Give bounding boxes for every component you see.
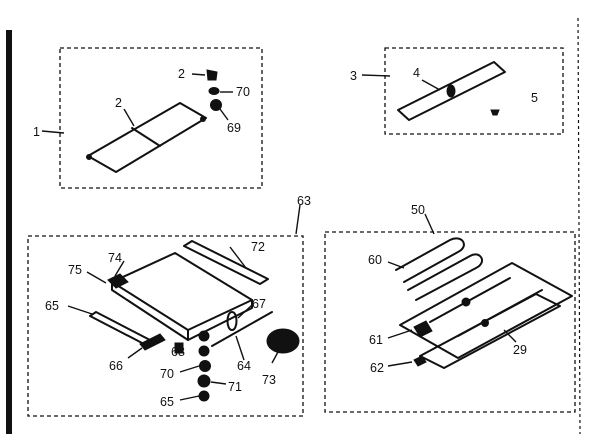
leader-line <box>361 74 391 77</box>
callout-62: 62 <box>370 361 384 375</box>
leader-line <box>191 73 206 76</box>
callout-70: 70 <box>236 85 250 99</box>
leader-line <box>387 261 405 269</box>
pin-68-part <box>174 342 184 354</box>
leader-line <box>271 351 279 364</box>
callout-2-clip: 2 <box>178 67 185 81</box>
callout-74: 74 <box>108 251 122 265</box>
washer-stack-part <box>198 345 210 357</box>
callout-5: 5 <box>531 91 538 105</box>
group-1-dashed-box <box>59 47 263 189</box>
callout-1: 1 <box>33 125 40 139</box>
plate-29-rivet <box>461 297 471 307</box>
panel-2 <box>87 102 207 173</box>
roller-66 <box>139 333 166 351</box>
group-3-dashed-box <box>384 47 564 135</box>
callout-72: 72 <box>251 240 265 254</box>
callout-71: 71 <box>228 380 242 394</box>
strip-4-joint <box>446 84 456 98</box>
leader-line <box>179 395 200 401</box>
rod-64 <box>211 311 273 347</box>
bracket-61 <box>413 320 433 338</box>
leader-line <box>387 361 413 367</box>
hairpin-60 <box>395 237 483 301</box>
callout-63: 63 <box>297 194 311 208</box>
callout-50: 50 <box>411 203 425 217</box>
leader-line <box>295 204 301 235</box>
leader-line <box>387 329 413 339</box>
hardware-5-part <box>490 109 500 116</box>
leader-line <box>503 329 517 343</box>
callout-68: 68 <box>171 345 185 359</box>
rail-65 <box>89 311 151 345</box>
callout-70-washer: 70 <box>160 367 174 381</box>
strip-4 <box>397 61 506 121</box>
group-63-dashed-box <box>27 235 304 417</box>
panel-corner-dot <box>200 116 206 122</box>
callout-75: 75 <box>68 263 82 277</box>
group-panel-kit-1: 1 2 2 70 69 <box>33 47 263 189</box>
screw-70-part <box>208 87 220 95</box>
plate-29-rivet <box>481 319 489 327</box>
leader-line <box>237 304 253 319</box>
leader-line <box>67 305 93 315</box>
callout-61: 61 <box>369 333 383 347</box>
washer-stack-part <box>198 330 210 342</box>
tray-box-front <box>111 281 189 341</box>
group-50-dashed-box <box>324 231 576 413</box>
group-panel-kit-3: 3 4 5 <box>350 47 564 135</box>
group-assembly-63: 63 <box>27 194 311 417</box>
tray-box-side <box>187 299 253 341</box>
washer-70-part <box>199 360 211 372</box>
callout-73: 73 <box>262 373 276 387</box>
callout-3: 3 <box>350 69 357 83</box>
trim-72 <box>183 240 269 285</box>
leader-line <box>219 108 229 121</box>
group-assembly-50: 50 60 61 62 29 <box>324 203 576 413</box>
nut-71-part <box>197 374 211 388</box>
leader-line <box>41 130 65 134</box>
clip-2-part <box>206 69 218 81</box>
leader-line <box>123 108 135 127</box>
rod-62 <box>413 355 427 367</box>
callout-65-stack: 65 <box>160 395 174 409</box>
callout-64: 64 <box>237 359 251 373</box>
callout-60: 60 <box>368 253 382 267</box>
leader-line <box>421 79 441 91</box>
panel-2-divider <box>131 127 161 147</box>
plate-29 <box>399 262 573 359</box>
leader-line <box>86 271 107 284</box>
leader-line <box>235 335 245 361</box>
leader-line <box>179 365 200 373</box>
callout-4: 4 <box>413 66 420 80</box>
stack-65-part <box>198 390 210 402</box>
callout-29: 29 <box>513 343 527 357</box>
plate-29-lower <box>419 293 561 369</box>
leader-line <box>210 381 227 385</box>
callout-66: 66 <box>109 359 123 373</box>
callout-2-panel: 2 <box>115 96 122 110</box>
callout-65-rail: 65 <box>45 299 59 313</box>
page-edge-bar <box>6 30 12 434</box>
callout-69: 69 <box>227 121 241 135</box>
disc-73 <box>266 328 300 354</box>
leader-line <box>229 246 247 269</box>
callout-67: 67 <box>252 297 266 311</box>
leader-line <box>114 260 125 277</box>
panel-corner-dot <box>86 154 92 160</box>
nut-69-part <box>210 99 222 111</box>
bracket-74 <box>107 273 129 289</box>
leader-line <box>127 347 143 359</box>
spring-67 <box>226 311 238 331</box>
page-edge-dotted <box>577 17 581 434</box>
leader-line <box>424 213 435 235</box>
